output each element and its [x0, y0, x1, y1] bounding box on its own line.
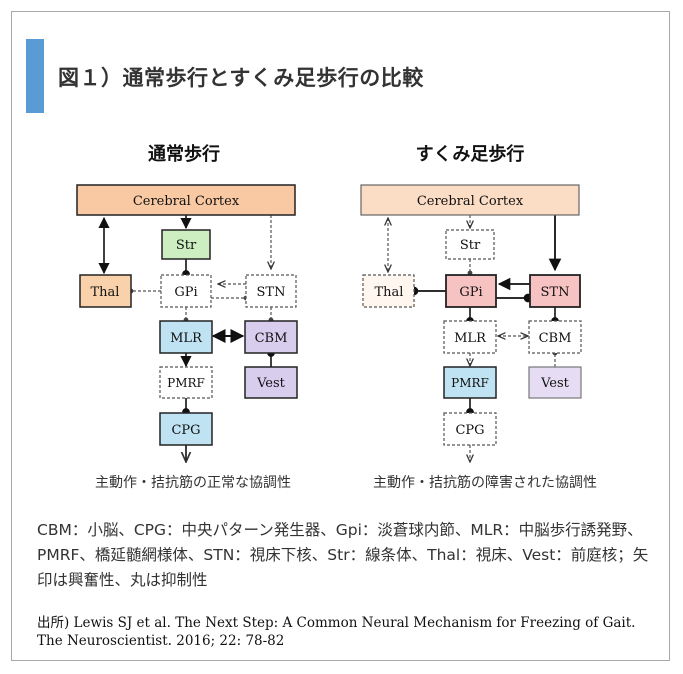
node-thal: Thal: [362, 274, 415, 308]
node-pmrf: PMRF: [443, 366, 497, 399]
node-cpg: CPG: [159, 412, 213, 446]
source-citation: 出所) Lewis SJ et al. The Next Step: A Com…: [37, 615, 636, 649]
figure-frame: [11, 11, 670, 661]
svg-text:Cerebral Cortex: Cerebral Cortex: [133, 194, 240, 209]
node-str: Str: [445, 229, 495, 260]
svg-text:Str: Str: [460, 238, 481, 253]
svg-text:Vest: Vest: [256, 376, 286, 391]
node-stn: STN: [245, 274, 297, 308]
title-accent-bar: [26, 39, 44, 113]
svg-text:STN: STN: [257, 285, 286, 300]
node-cbm: CBM: [244, 320, 298, 354]
svg-text:CBM: CBM: [255, 331, 288, 346]
node-pmrf: PMRF: [159, 366, 213, 399]
svg-text:CPG: CPG: [171, 423, 200, 438]
node-thal: Thal: [79, 274, 132, 308]
svg-text:STN: STN: [541, 285, 570, 300]
node-cpg: CPG: [443, 412, 497, 446]
node-cerebral-cortex: Cerebral Cortex: [360, 184, 580, 216]
node-gpi: GPi: [445, 274, 497, 308]
node-stn: STN: [529, 274, 581, 308]
freezing-gait-caption: 主動作・拮抗筋の障害された協調性: [373, 474, 597, 491]
node-vest: Vest: [528, 366, 582, 399]
svg-text:Str: Str: [176, 238, 197, 253]
svg-text:PMRF: PMRF: [451, 376, 489, 390]
svg-text:Vest: Vest: [540, 376, 570, 391]
svg-text:MLR: MLR: [170, 331, 203, 346]
node-mlr: MLR: [159, 320, 213, 354]
freezing-gait-heading: すくみ足歩行: [416, 143, 525, 165]
comparison-diagram: 通常歩行 Cerebral Cortex Str Thal G: [76, 143, 597, 491]
svg-text:CBM: CBM: [539, 331, 572, 346]
node-gpi: GPi: [160, 274, 212, 308]
abbreviation-legend: CBM：小脳、CPG：中央パターン発生器、Gpi：淡蒼球内節、MLR：中脳歩行誘…: [37, 521, 649, 589]
svg-text:Thal: Thal: [375, 285, 404, 300]
node-cerebral-cortex: Cerebral Cortex: [76, 184, 296, 216]
normal-gait-heading: 通常歩行: [148, 143, 220, 165]
normal-gait-diagram: 通常歩行 Cerebral Cortex Str Thal G: [76, 143, 298, 491]
node-cbm: CBM: [528, 320, 582, 354]
svg-text:Cerebral Cortex: Cerebral Cortex: [417, 194, 524, 209]
freezing-gait-diagram: すくみ足歩行 Cerebral Cortex Str Thal: [360, 143, 597, 491]
node-str: Str: [161, 229, 211, 260]
normal-gait-caption: 主動作・拮抗筋の正常な協調性: [95, 474, 291, 491]
svg-text:CPG: CPG: [455, 423, 484, 438]
node-mlr: MLR: [443, 320, 497, 354]
svg-text:GPi: GPi: [459, 285, 482, 300]
svg-text:GPi: GPi: [174, 285, 197, 300]
figure-title: 図１）通常歩行とすくみ足歩行の比較: [58, 66, 424, 90]
node-vest: Vest: [244, 366, 298, 399]
svg-text:PMRF: PMRF: [167, 376, 205, 390]
svg-text:Thal: Thal: [91, 285, 120, 300]
svg-text:MLR: MLR: [454, 331, 487, 346]
